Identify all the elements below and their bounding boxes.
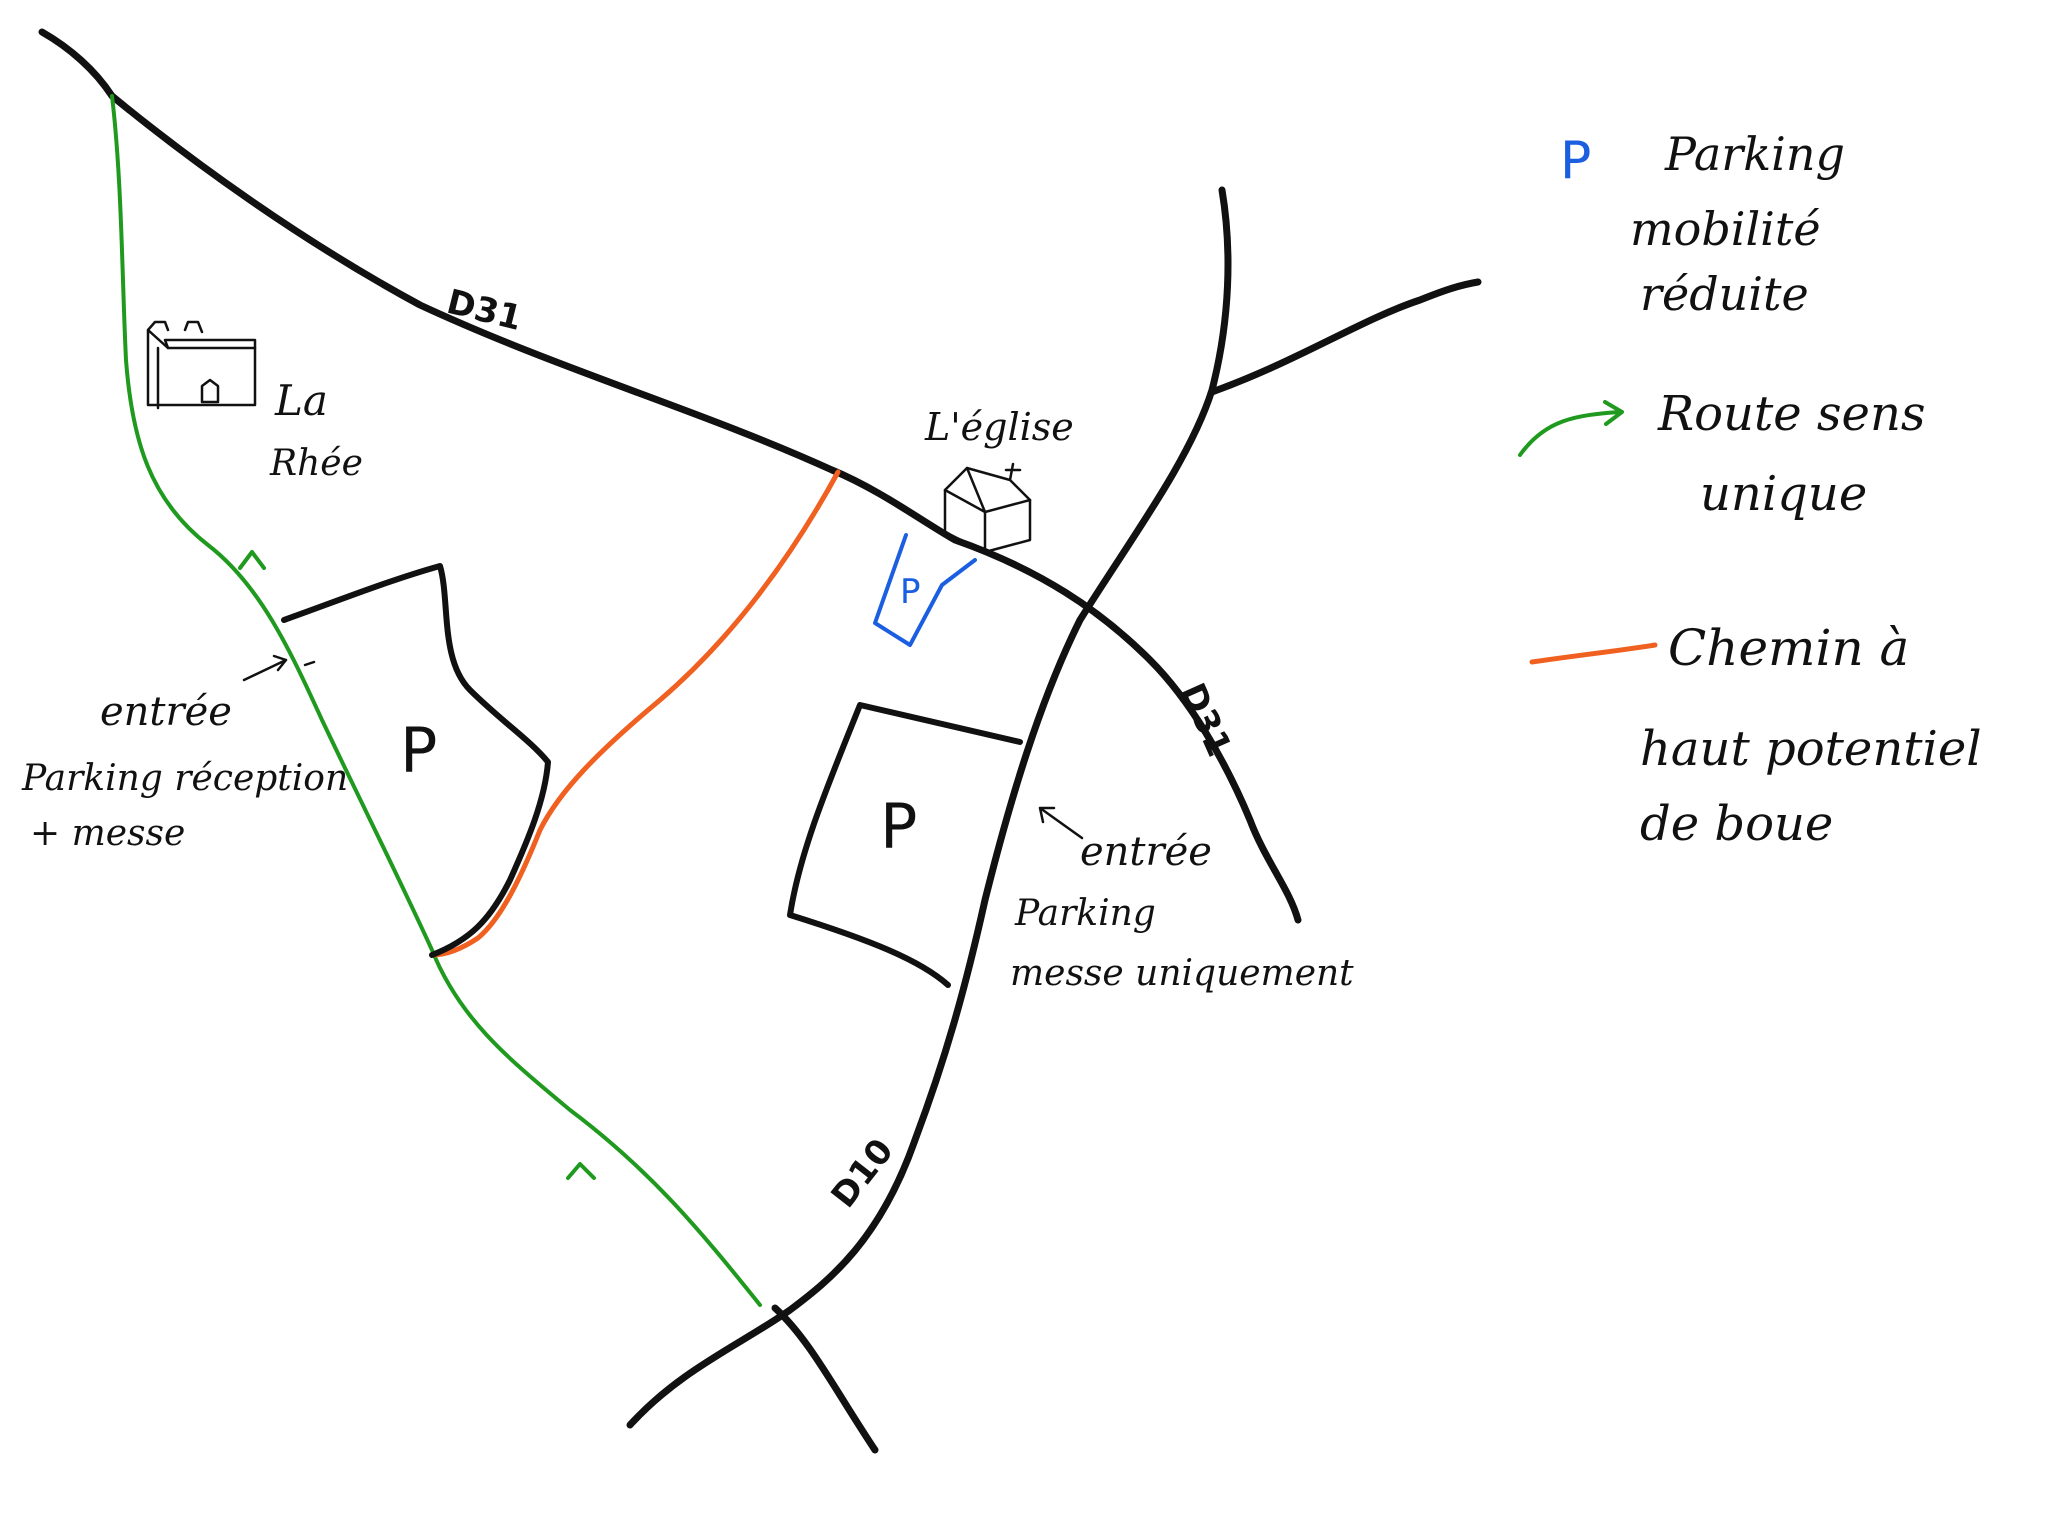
chateau-label-line2: Rhée — [269, 443, 363, 484]
church-label: L'église — [924, 405, 1074, 449]
entrance-west-line3: + messe — [30, 813, 185, 854]
one-way-arrow — [238, 550, 266, 570]
entrance-west-marker — [303, 660, 316, 667]
parking-west-outline — [281, 563, 551, 958]
parking-reduced-outline — [873, 533, 977, 647]
road-d10 — [626, 186, 1232, 1429]
chateau-icon — [146, 320, 257, 410]
legend-oneway-line1: Route sens — [1657, 386, 1926, 442]
legend-reduced-line2: mobilité — [1630, 202, 1821, 256]
parking-east-symbol: P — [880, 790, 917, 863]
legend: P Parking mobilité réduite Route sens un… — [1518, 127, 1982, 852]
parking-reduced-symbol: P — [900, 572, 921, 612]
entrance-west-line2: Parking réception — [21, 758, 348, 799]
entrance-west-arrow — [242, 654, 288, 682]
one-way-route — [110, 94, 762, 1307]
road-east-branch — [1208, 278, 1482, 396]
legend-oneway-swatch — [1518, 410, 1622, 457]
entrance-west-line1: entrée — [100, 689, 232, 735]
entrance-east-line2: Parking — [1014, 893, 1156, 934]
entrance-east-line3: messe uniquement — [1010, 953, 1354, 994]
legend-mud-swatch — [1529, 642, 1658, 665]
one-way-arrow — [566, 1162, 596, 1180]
entrance-east-line1: entrée — [1080, 829, 1212, 875]
road-label-d31-bottom: D31 — [1172, 677, 1239, 762]
legend-mud-line3: de boue — [1640, 796, 1833, 852]
legend-oneway-arrowhead — [1603, 400, 1624, 426]
parking-east-outline — [787, 702, 1023, 988]
legend-oneway-line2: unique — [1700, 466, 1867, 522]
mud-path — [429, 469, 841, 958]
road-south-branch — [771, 1304, 879, 1454]
chateau-label-line1: La — [274, 376, 328, 425]
parking-west-symbol: P — [400, 714, 437, 787]
entrance-east-arrow — [1038, 806, 1084, 840]
church-icon — [943, 462, 1032, 554]
legend-reduced-symbol: P — [1560, 131, 1591, 191]
legend-mud-line1: Chemin à — [1668, 619, 1909, 677]
legend-reduced-line3: réduite — [1640, 267, 1809, 321]
legend-mud-line2: haut potentiel — [1640, 721, 1982, 777]
legend-reduced-line1: Parking — [1664, 127, 1845, 181]
road-label-d31-top: D31 — [443, 282, 526, 339]
